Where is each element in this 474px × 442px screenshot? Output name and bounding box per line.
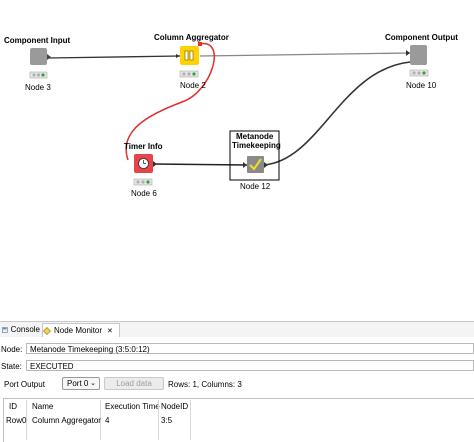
console-icon: [2, 326, 8, 333]
node-field-label: Node:: [1, 345, 23, 354]
table-cell-name: Column Aggregator: [32, 416, 101, 425]
column-aggregator-label[interactable]: Node 2: [180, 81, 206, 90]
metanode-title-line1: Metanode: [236, 132, 274, 141]
table-cell-id: Row0: [6, 416, 27, 425]
state-field-label: State:: [1, 362, 22, 371]
column-aggregator-title: Column Aggregator: [154, 33, 229, 42]
connection-aggregator-to-output[interactable]: [199, 52, 411, 57]
connection-input-to-aggregator[interactable]: [47, 55, 181, 59]
component-input-node[interactable]: [29, 48, 51, 79]
component-input-title: Component Input: [4, 36, 71, 45]
timer-info-title: Timer Info: [124, 142, 163, 151]
rows-columns-info: Rows: 1, Columns: 3: [168, 380, 242, 389]
component-output-label[interactable]: Node 10: [406, 81, 437, 90]
connection-metanode-to-output[interactable]: [263, 61, 411, 166]
port-output-label: Port Output: [4, 380, 45, 389]
metanode-timekeeping-node[interactable]: [229, 130, 280, 181]
tab-console[interactable]: Console: [2, 323, 40, 336]
tab-node-monitor[interactable]: Node Monitor ✕: [42, 323, 120, 337]
table-header-id[interactable]: ID: [9, 402, 17, 411]
column-aggregator-node[interactable]: [176, 42, 202, 78]
bottom-panel-tabbar: Console Node Monitor ✕: [0, 321, 474, 337]
connection-aggregator-to-timer-selected[interactable]: [125, 43, 216, 161]
component-input-label[interactable]: Node 3: [25, 83, 51, 92]
workflow-canvas[interactable]: [0, 0, 474, 312]
node-monitor-table: ID Name Execution Time NodeID Row0 Colum…: [3, 398, 474, 442]
table-header-name[interactable]: Name: [32, 402, 54, 411]
component-output-title: Component Output: [385, 33, 458, 42]
table-cell-execution-time: 4: [105, 416, 110, 425]
table-header-nodeid[interactable]: NodeID: [161, 402, 189, 411]
metanode-label[interactable]: Node 12: [240, 182, 271, 191]
chevron-down-icon: ⌄: [90, 380, 96, 387]
node-monitor-icon: [43, 326, 51, 335]
close-icon[interactable]: ✕: [107, 327, 113, 335]
tab-node-monitor-label: Node Monitor: [54, 326, 103, 335]
table-header-execution-time[interactable]: Execution Time: [105, 402, 160, 411]
node-field-value: Metanode Timekeeping (3:5:0:12): [26, 343, 474, 354]
table-cell-nodeid: 3:5: [161, 416, 173, 425]
component-output-node[interactable]: [406, 45, 429, 77]
tab-console-label: Console: [10, 325, 40, 334]
metanode-title-line2: Timekeeping: [232, 141, 281, 150]
timer-info-label[interactable]: Node 6: [131, 189, 157, 198]
connection-timer-to-metanode[interactable]: [152, 163, 248, 166]
port-select-value: Port 0: [67, 379, 89, 388]
timer-info-node[interactable]: [133, 154, 157, 186]
state-field-value: EXECUTED: [26, 360, 474, 371]
port-select[interactable]: Port 0 ⌄: [62, 377, 100, 390]
load-data-button[interactable]: Load data: [104, 377, 164, 390]
